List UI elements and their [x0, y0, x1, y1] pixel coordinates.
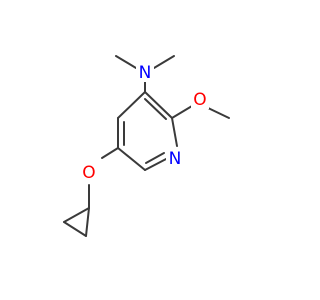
bond-c6-n1	[144, 157, 169, 171]
bond-c2-c3-double	[144, 98, 167, 120]
atom-o-ether: O	[80, 163, 98, 183]
bond-c2-c3	[144, 91, 173, 119]
atom-n-pyridine-label: N	[169, 149, 182, 169]
atom-o-ether-label: O	[82, 163, 95, 183]
bond-cyclopropyl-left	[63, 207, 90, 223]
bond-c5-c6	[117, 147, 146, 171]
bond-c2-o-methoxy	[171, 105, 193, 119]
bond-o-methyl	[205, 106, 230, 119]
atom-n-pyridine: N	[166, 149, 184, 169]
atom-n-amine-label: N	[139, 63, 152, 83]
atom-o-methoxy: O	[191, 90, 209, 110]
bond-n1-c2	[171, 117, 178, 147]
structure-diagram: N N O O	[63, 55, 230, 237]
bond-cyclopropyl-right	[85, 207, 90, 237]
bond-n-methyl-right	[153, 55, 175, 69]
bond-cyclopropyl-base	[63, 221, 87, 237]
bond-c3-c4	[117, 91, 146, 119]
bond-c6-n1-double	[145, 152, 165, 164]
bond-c5-o-ether	[101, 147, 119, 159]
atom-n-amine: N	[136, 63, 154, 83]
atom-o-methoxy-label: O	[193, 90, 206, 110]
bond-n-methyl-left	[115, 55, 137, 69]
